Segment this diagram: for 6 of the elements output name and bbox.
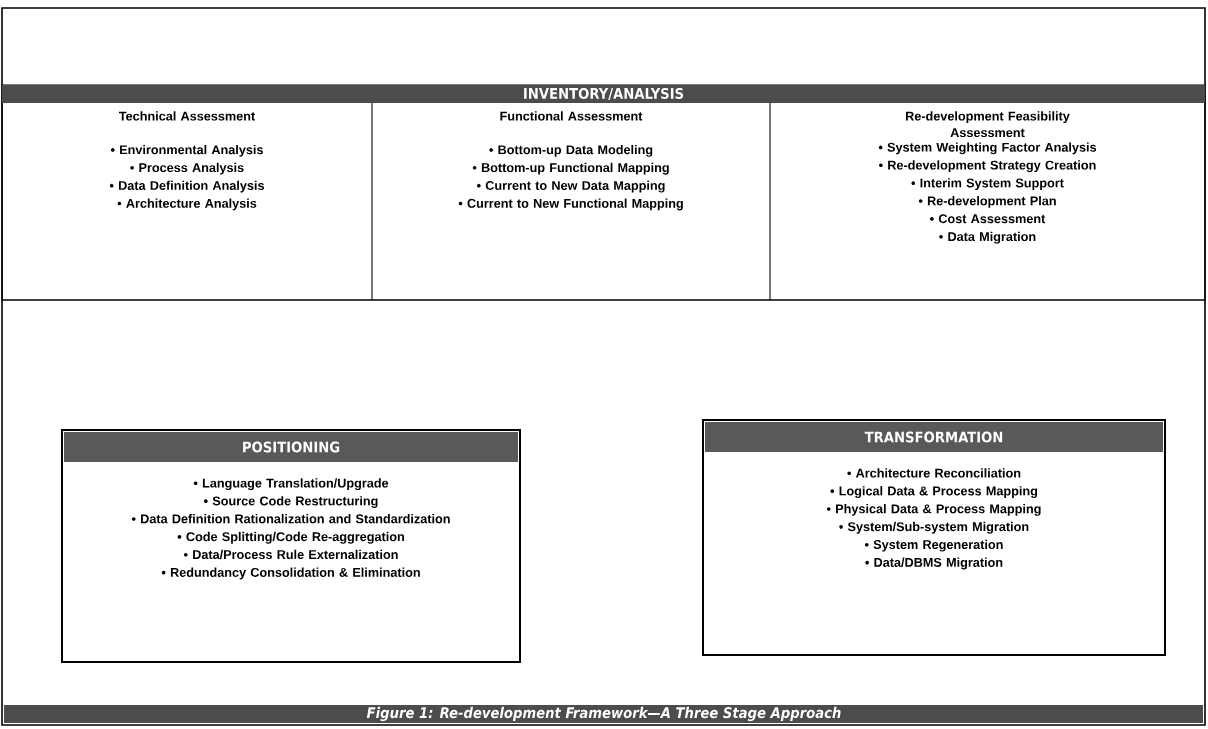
caption-band: Figure 1: Re-development Framework—A Three Stage Approach: [4, 705, 1203, 723]
assessment-column: Functional Assessment • Bottom-up Data Modeling • Bottom-up Functional Mapping • Current to New Data Mapping • Current to New Functional Mapping: [458, 111, 683, 211]
assessment-column: Re-development Feasibility Assessment • System Weighting Factor Analysis • Re-development Strategy Creation • Interim System Support • Re-development Plan • Cost Assessment • Data Migration: [878, 111, 1097, 244]
stage-box: POSITIONING • Language Translation/Upgrade • Source Code Restructuring • Data Definition Rationalization and Standardization • Code Splitting/Code Re-aggregation • Data/Process Rule Externalization • Redundancy Consolidation & Elimination: [61, 429, 521, 663]
stage-box: TRANSFORMATION • Architecture Reconciliation • Logical Data & Process Mapping • Physical Data & Process Mapping • System/Sub-system Migration • System Regeneration • Data/DBMS Migration: [702, 419, 1166, 656]
assessment-column: Technical Assessment • Environmental Analysis • Process Analysis • Data Definition Analysis • Architecture Analysis: [109, 111, 264, 211]
